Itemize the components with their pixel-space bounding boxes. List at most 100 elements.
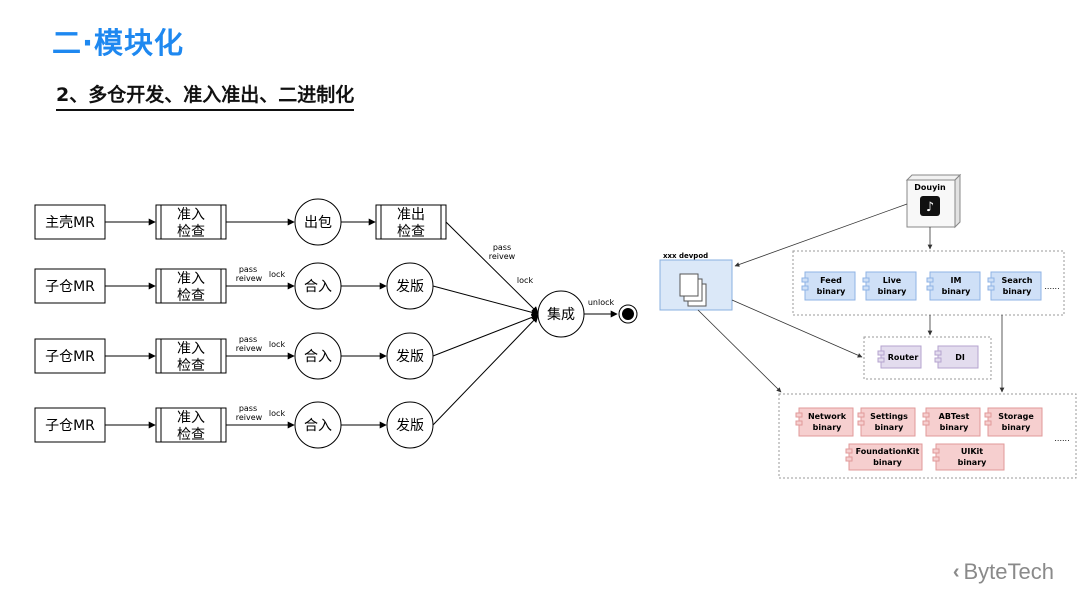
gate-label: 准入 <box>177 410 205 426</box>
component-icon <box>795 420 803 426</box>
step-label: 合入 <box>304 279 332 295</box>
base-more: ...... <box>1054 434 1069 443</box>
base-module-type: binary <box>813 423 843 432</box>
edge-label-review: reivew <box>236 344 263 353</box>
business-module-box <box>865 271 917 301</box>
business-module-name: IM <box>951 276 962 285</box>
app-box-top <box>905 174 962 181</box>
edge-label-lock: lock <box>269 409 286 418</box>
base-module-box <box>798 407 854 437</box>
edge-label-pass: pass <box>239 335 257 344</box>
app-box-side <box>954 173 961 229</box>
middle-module-box <box>937 345 979 369</box>
arrow-devpod-to-middle <box>731 299 863 358</box>
base-module-box <box>987 407 1043 437</box>
middle-module: DI <box>934 345 979 369</box>
unlock-label: unlock <box>588 298 615 307</box>
base-module-type: binary <box>940 423 970 432</box>
mr-box <box>34 407 106 443</box>
base-module: Settings binary <box>857 407 916 437</box>
base-module-type: binary <box>958 458 988 467</box>
step-label: 出包 <box>304 215 332 231</box>
arrow-release-to-merge <box>432 285 539 316</box>
mr-label: 主壳MR <box>45 214 95 231</box>
middle-module-name: DI <box>955 353 965 362</box>
brand-name: ByteTech <box>963 559 1055 584</box>
arrow-release-to-merge <box>432 314 539 357</box>
base-module-name: FoundationKit <box>856 447 920 456</box>
component-icon <box>877 357 885 363</box>
business-module-type: binary <box>817 287 847 296</box>
business-more: ...... <box>1044 282 1059 291</box>
component-icon <box>984 412 992 418</box>
edge-label-pass: pass <box>239 404 257 413</box>
top-lock-label: lock <box>517 276 534 285</box>
release-label: 发版 <box>396 349 424 365</box>
component-icon <box>922 412 930 418</box>
middle-layer-frame <box>863 336 992 380</box>
component-icon <box>845 448 853 454</box>
component-icon <box>877 350 885 356</box>
mr-label: 子仓MR <box>45 279 95 295</box>
middle-module: Router <box>877 345 922 369</box>
component-icon <box>987 277 995 283</box>
component-icon <box>987 285 995 291</box>
top-pass-label: pass <box>493 243 511 252</box>
component-icon <box>934 357 942 363</box>
business-layer-frame <box>792 250 1065 316</box>
base-module: Network binary <box>795 407 854 437</box>
edge-label-pass: pass <box>239 265 257 274</box>
gate-label: 检查 <box>177 288 205 304</box>
check-box <box>375 204 447 240</box>
edge-label-review: reivew <box>236 274 263 283</box>
gate-label: 准入 <box>177 271 205 287</box>
component-icon <box>932 456 940 462</box>
base-module-name: Storage <box>998 412 1034 421</box>
gate-label: 准入 <box>177 207 205 223</box>
architecture-diagram: Douyin♪xxx devpodFeedbinaryLivebinaryIMb… <box>659 173 1077 479</box>
base-module-name: Settings <box>870 412 908 421</box>
arrow-app-to-devpod <box>734 203 908 267</box>
base-module-type: binary <box>1002 423 1032 432</box>
business-module-type: binary <box>1003 287 1033 296</box>
devpod: xxx devpod <box>659 252 733 311</box>
component-icon <box>845 456 853 462</box>
middle-layer: Router DI <box>863 336 992 380</box>
base-module-name: ABTest <box>939 412 970 421</box>
base-module-type: binary <box>873 458 903 467</box>
mr-label: 子仓MR <box>45 418 95 434</box>
page-title: 二·模块化 <box>52 26 185 60</box>
business-module-name: Live <box>883 276 902 285</box>
base-module-box <box>935 443 1005 471</box>
edge-label-lock: lock <box>269 340 286 349</box>
file-icon <box>679 273 699 297</box>
bytetech-logo: ‹ ByteTech <box>953 559 1054 585</box>
component-icon <box>926 285 934 291</box>
component-icon <box>934 350 942 356</box>
arrow-check-to-merge <box>445 221 539 314</box>
top-review-label: reivew <box>489 252 516 261</box>
component-icon <box>795 412 803 418</box>
base-module-name: Network <box>808 412 847 421</box>
release-label: 发版 <box>396 418 424 434</box>
gate-label: 检查 <box>177 358 205 374</box>
check-label: 准出 <box>397 207 425 223</box>
component-icon <box>922 420 930 426</box>
component-icon <box>857 412 865 418</box>
base-module: FoundationKit binary <box>845 443 923 471</box>
section-subtitle: 2、多仓开发、准入准出、二进制化 <box>56 80 355 111</box>
bytetech-chevron-icon: ‹ <box>952 560 960 583</box>
gate-label: 准入 <box>177 341 205 357</box>
gate-box <box>155 268 227 304</box>
end-inner-circle <box>622 308 634 320</box>
release-label: 发版 <box>396 279 424 295</box>
component-icon <box>801 285 809 291</box>
merge-node: 集成 <box>537 290 585 338</box>
gate-box <box>155 407 227 443</box>
edge-label-review: reivew <box>236 413 263 422</box>
base-module-type: binary <box>875 423 905 432</box>
